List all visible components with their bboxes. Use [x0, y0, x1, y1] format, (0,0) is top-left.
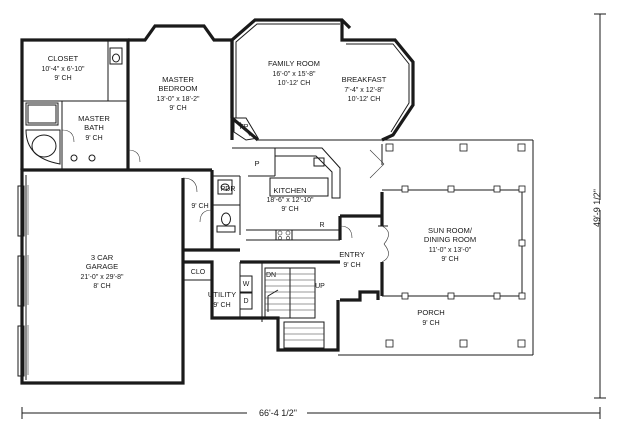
- hall-ceiling: 9' CH: [191, 203, 208, 210]
- family-room-ceiling: 10'-12' CH: [278, 80, 311, 87]
- front-steps: [262, 300, 340, 352]
- garage-size: 21'-0" x 29'-8": [80, 274, 124, 281]
- entry-label: ENTRY 9' CH: [339, 250, 365, 269]
- garage-walls: [20, 168, 185, 385]
- staircase: [264, 267, 316, 319]
- utility-ceiling: 9' CH: [213, 302, 230, 309]
- stairs-up-label: UP: [315, 283, 325, 290]
- master-bath-name-2: BATH: [84, 123, 104, 132]
- dryer-label: D: [243, 298, 248, 305]
- master-bedroom-size: 13'-0" x 18'-2": [156, 96, 200, 103]
- breakfast-name: BREAKFAST: [342, 75, 387, 84]
- closet-size: 10'-4" x 6'-10": [41, 66, 85, 73]
- kitchen-counters: [246, 147, 341, 241]
- porch-outline: [338, 139, 534, 356]
- master-bath-name-1: MASTER: [78, 114, 110, 123]
- family-room-label: FAMILY ROOM 16'-0" x 15'-8" 10'-12' CH: [268, 59, 320, 87]
- utility-walls: [183, 260, 262, 320]
- sun-room-ceiling: 9' CH: [441, 256, 458, 263]
- porch-name: PORCH: [417, 308, 444, 317]
- family-room-size: 16'-0" x 15'-8": [272, 71, 316, 78]
- master-bedroom-name-1: MASTER: [162, 75, 194, 84]
- width-dimension-line: [21, 407, 601, 419]
- breakfast-label: BREAKFAST 7'-4" x 12'-8" 10'-12' CH: [342, 75, 387, 103]
- sun-room-posts: [401, 185, 526, 300]
- kitchen-size: 18'-6" x 12'-10": [267, 197, 314, 204]
- porch-label: PORCH 9' CH: [417, 308, 444, 327]
- stairs-down-label: DN: [266, 272, 276, 279]
- pantry-label: P: [254, 159, 259, 168]
- garage-name-2: GARAGE: [86, 262, 119, 271]
- family-room-name: FAMILY ROOM: [268, 59, 320, 68]
- master-bath-ceiling: 9' CH: [85, 135, 102, 142]
- kitchen-ceiling: 9' CH: [281, 206, 298, 213]
- closet-ceiling: 9' CH: [54, 75, 71, 82]
- garage-name-1: 3 CAR: [91, 253, 114, 262]
- sun-room-name-1: SUN ROOM/: [428, 226, 473, 235]
- master-suite-walls: [20, 24, 234, 172]
- door-swings: [61, 129, 353, 239]
- closet-small-label: CLO: [191, 269, 206, 276]
- breakfast-walls: [340, 20, 415, 142]
- garage-ceiling: 8' CH: [93, 283, 110, 290]
- fireplace: [233, 117, 259, 141]
- utility-name: UTILITY: [208, 290, 236, 299]
- bath-fixtures: [25, 47, 123, 165]
- entry-name: ENTRY: [339, 250, 365, 259]
- depth-dimension: 49'-9 1/2": [592, 189, 602, 227]
- garage-door-left: [17, 185, 25, 377]
- porch-posts: [385, 143, 526, 348]
- washer-label: W: [243, 281, 250, 288]
- range-label: R: [319, 222, 324, 229]
- kitchen-name: KITCHEN: [273, 186, 306, 195]
- garage-label: 3 CAR GARAGE 21'-0" x 29'-8" 8' CH: [80, 253, 124, 290]
- entry-walls: [183, 214, 382, 322]
- kitchen-label: KITCHEN 18'-6" x 12'-10" 9' CH: [267, 186, 314, 213]
- breakfast-size: 7'-4" x 12'-8": [344, 87, 384, 94]
- master-bedroom-name-2: BEDROOM: [158, 84, 197, 93]
- closet-label: CLOSET 10'-4" x 6'-10" 9' CH: [41, 54, 85, 82]
- master-bedroom-ceiling: 9' CH: [169, 105, 186, 112]
- porch-ceiling: 9' CH: [422, 320, 439, 327]
- powder-room-label: PDR: [221, 186, 236, 193]
- fireplace-label: FP: [240, 124, 249, 131]
- sun-room-size: 11'-0" x 13'-0": [429, 247, 472, 254]
- closet-name: CLOSET: [48, 54, 79, 63]
- master-bath-label: MASTER BATH 9' CH: [78, 114, 110, 142]
- sun-room-label: SUN ROOM/ DINING ROOM 11'-0" x 13'-0" 9'…: [424, 226, 476, 263]
- width-dimension: 66'-4 1/2": [259, 408, 297, 418]
- sun-room-name-2: DINING ROOM: [424, 235, 476, 244]
- entry-ceiling: 9' CH: [343, 262, 360, 269]
- master-bedroom-label: MASTER BEDROOM 13'-0" x 18'-2" 9' CH: [156, 75, 200, 112]
- utility-label: UTILITY 9' CH: [208, 290, 236, 309]
- family-room-walls: [230, 18, 382, 142]
- breakfast-ceiling: 10'-12' CH: [348, 96, 381, 103]
